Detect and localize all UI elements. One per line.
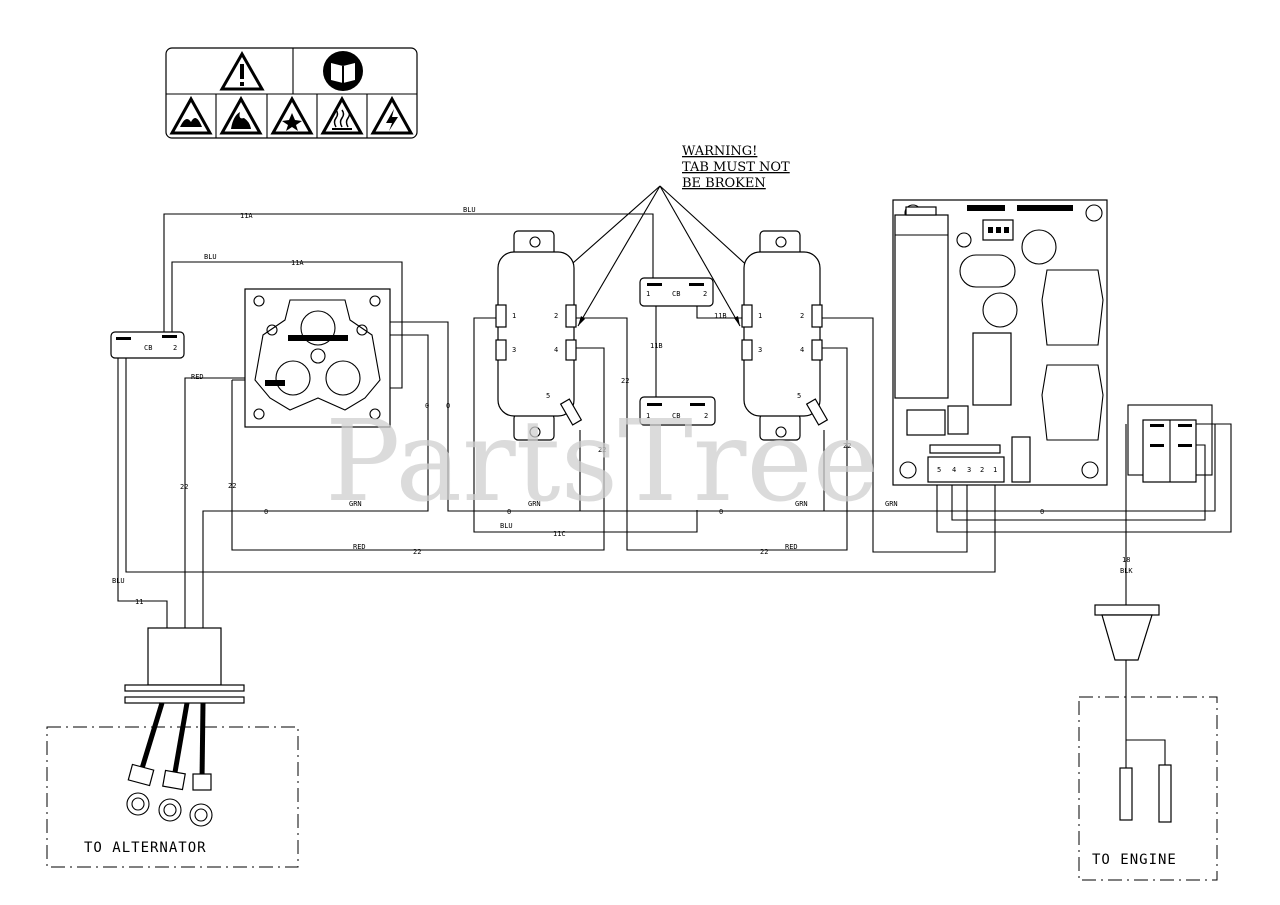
watermark: PartsTree	[325, 397, 879, 527]
svg-text:0: 0	[507, 508, 511, 516]
svg-text:GRN: GRN	[528, 500, 541, 508]
alternator-zone	[46, 726, 299, 868]
read-manual-icon	[323, 51, 363, 91]
svg-text:4: 4	[554, 346, 558, 354]
svg-text:2: 2	[703, 290, 707, 298]
svg-text:4: 4	[800, 346, 804, 354]
svg-text:4: 4	[952, 466, 956, 474]
wire-paths	[117, 213, 1232, 768]
svg-text:3: 3	[512, 346, 516, 354]
svg-text:2: 2	[980, 466, 984, 474]
circuit-breaker-top: 1 CB 2	[639, 277, 714, 307]
svg-text:0: 0	[264, 508, 268, 516]
svg-text:22: 22	[843, 442, 851, 450]
svg-text:11C: 11C	[553, 530, 566, 538]
svg-text:22: 22	[598, 446, 606, 454]
svg-text:11B: 11B	[650, 342, 663, 350]
svg-text:0: 0	[1040, 508, 1044, 516]
svg-text:22: 22	[621, 377, 629, 385]
svg-text:BLU: BLU	[500, 522, 513, 530]
svg-text:BLU: BLU	[463, 206, 476, 214]
svg-text:1: 1	[993, 466, 997, 474]
svg-text:1: 1	[512, 312, 516, 320]
cb-pin-2: 2	[173, 344, 177, 352]
warning-title: WARNING!	[682, 144, 757, 159]
svg-text:BLU: BLU	[112, 577, 125, 585]
switch-right	[1127, 404, 1213, 483]
svg-text:5: 5	[937, 466, 941, 474]
explosion-hazard-icon	[270, 95, 314, 135]
warning-triangle-icon	[219, 50, 265, 91]
svg-text:CB: CB	[672, 412, 680, 420]
engine-zone	[1078, 696, 1218, 881]
control-board	[892, 199, 1108, 486]
circuit-breaker-bottom: 1 CB 2	[639, 396, 716, 426]
svg-text:1: 1	[646, 290, 650, 298]
svg-text:1: 1	[646, 412, 650, 420]
svg-text:BLU: BLU	[204, 253, 217, 261]
warning-line-2: BE BROKEN	[682, 176, 766, 191]
warning-line-1: TAB MUST NOT	[682, 160, 790, 175]
receptacle-2: 1 3 2 4 5	[741, 230, 829, 441]
safety-label	[165, 47, 418, 139]
svg-text:2: 2	[704, 412, 708, 420]
svg-text:11A: 11A	[291, 259, 304, 267]
cb-label: CB	[144, 344, 152, 352]
hot-surface-icon	[320, 95, 364, 135]
circuit-breaker-left: CB 2	[110, 331, 185, 359]
wire-labels: 11A BLU BLU 11A RED 22 22 0 0 0 GRN 0 GR…	[112, 206, 1133, 606]
svg-text:GRN: GRN	[795, 500, 808, 508]
svg-text:0: 0	[446, 402, 450, 410]
alternator-connector	[124, 627, 245, 827]
svg-text:22: 22	[760, 548, 768, 556]
svg-text:22: 22	[180, 483, 188, 491]
svg-text:0: 0	[719, 508, 723, 516]
svg-text:18: 18	[1122, 556, 1130, 564]
svg-text:5: 5	[797, 392, 801, 400]
svg-text:2: 2	[554, 312, 558, 320]
svg-text:11B: 11B	[714, 312, 727, 320]
svg-text:CB: CB	[672, 290, 680, 298]
receptacle-1: 1 3 2 4 5	[495, 230, 583, 441]
fire-hazard-icon	[219, 95, 263, 135]
svg-text:22: 22	[413, 548, 421, 556]
svg-text:BLK: BLK	[1120, 567, 1133, 575]
engine-connector	[1094, 604, 1172, 823]
twist-lock-outlet	[244, 288, 391, 428]
svg-text:RED: RED	[191, 373, 204, 381]
svg-text:GRN: GRN	[349, 500, 362, 508]
board-connector-pins: 5 4 3 2 1	[937, 466, 997, 474]
svg-text:11A: 11A	[240, 212, 253, 220]
svg-text:3: 3	[758, 346, 762, 354]
electric-shock-icon	[370, 95, 414, 135]
svg-text:1: 1	[758, 312, 762, 320]
svg-text:RED: RED	[785, 543, 798, 551]
svg-text:2: 2	[800, 312, 804, 320]
svg-text:GRN: GRN	[885, 500, 898, 508]
svg-text:5: 5	[546, 392, 550, 400]
toxic-fumes-icon	[169, 95, 213, 135]
svg-text:3: 3	[967, 466, 971, 474]
svg-text:0: 0	[425, 402, 429, 410]
svg-text:22: 22	[228, 482, 236, 490]
svg-text:RED: RED	[353, 543, 366, 551]
to-engine-label: TO ENGINE	[1092, 852, 1177, 868]
to-alternator-label: TO ALTERNATOR	[84, 840, 207, 856]
svg-text:11: 11	[135, 598, 143, 606]
